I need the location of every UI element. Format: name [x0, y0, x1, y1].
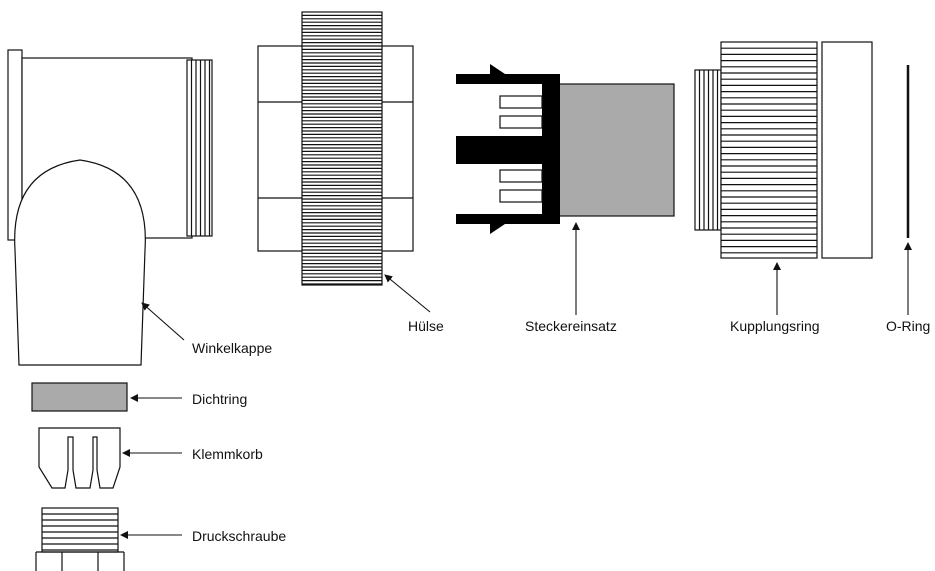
druckschraube-part	[35, 507, 125, 571]
kupplungsring-left-ribs	[698, 70, 719, 230]
label-druckschraube: Druckschraube	[192, 528, 287, 544]
druckschraube-ribs	[42, 513, 118, 551]
steckereinsatz-part	[456, 64, 675, 234]
dichtring-part	[31, 382, 128, 412]
kupplungsring-part	[694, 41, 873, 259]
winkelkappe-part	[7, 49, 213, 366]
label-oring: O-Ring	[886, 318, 931, 334]
huelse-part	[257, 11, 414, 286]
label-klemmkorb: Klemmkorb	[192, 446, 263, 462]
huelse-arrow	[384, 274, 431, 313]
winkelkappe-arrow	[141, 302, 185, 341]
label-winkelkappe: Winkelkappe	[192, 340, 273, 356]
kupplungsring-main-ribs	[721, 47, 817, 254]
klemmkorb-part	[38, 427, 121, 489]
label-steckereinsatz: Steckereinsatz	[525, 318, 617, 334]
label-kupplungsring: Kupplungsring	[730, 318, 820, 334]
huelse-knurl-ribs	[302, 14, 382, 285]
winkelkappe-ribs	[190, 60, 211, 236]
label-huelse: Hülse	[408, 318, 444, 334]
label-dichtring: Dichtring	[192, 391, 248, 407]
